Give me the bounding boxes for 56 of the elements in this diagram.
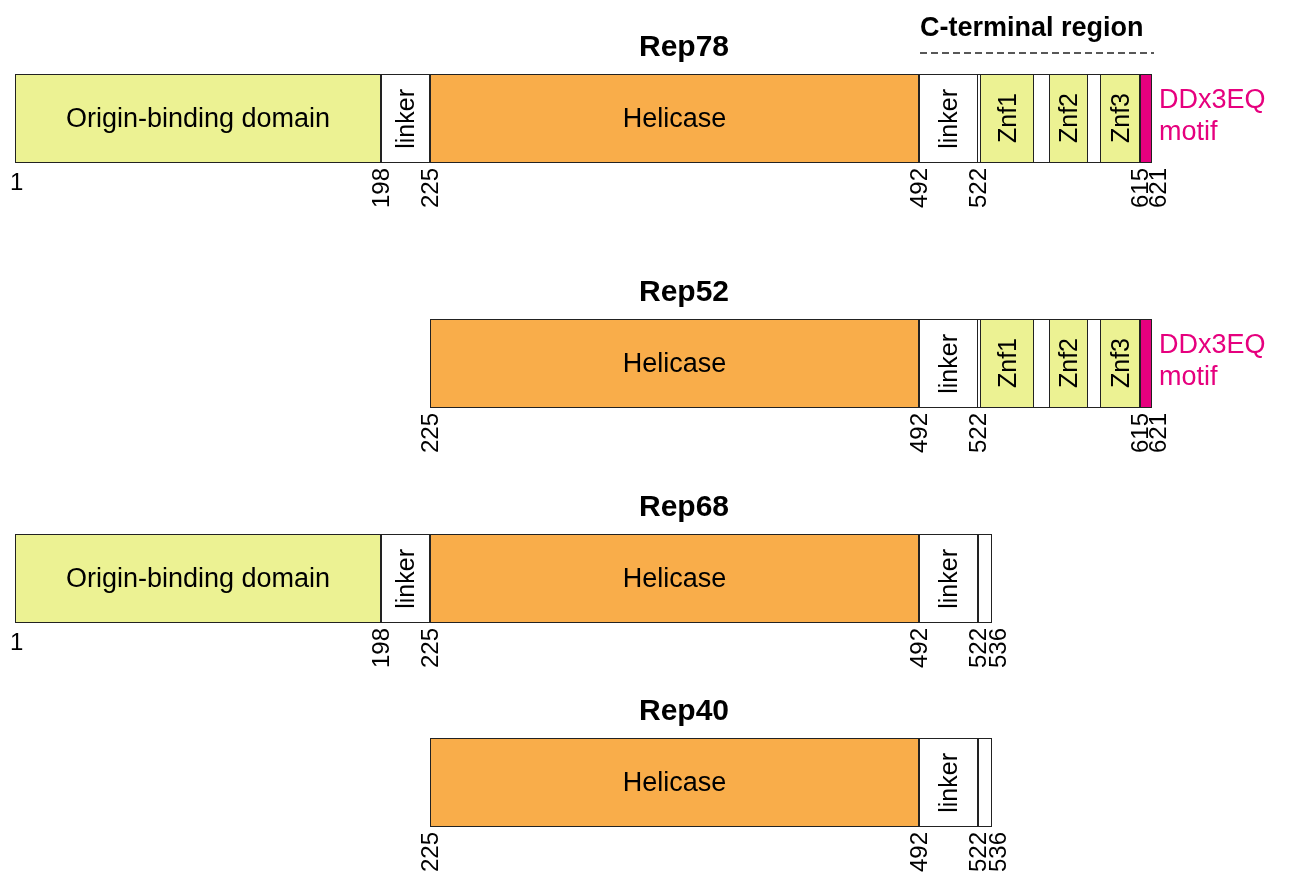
domain-box — [919, 738, 978, 827]
domain-box — [15, 74, 381, 163]
linker-label: linker — [393, 88, 418, 149]
domain-box — [1049, 74, 1088, 163]
residue-number: 1 — [10, 170, 24, 194]
domain-label: Znf1 — [994, 93, 1020, 144]
residue-number: 522 — [966, 413, 990, 454]
domain-box — [919, 534, 978, 623]
motif-label: DDx3EQ motif — [1159, 328, 1267, 393]
residue-number: 225 — [418, 628, 442, 669]
residue-number: 198 — [369, 628, 393, 669]
domain-box — [381, 534, 430, 623]
domain-box — [919, 74, 978, 163]
domain-box — [919, 319, 978, 408]
domain-box — [430, 319, 919, 408]
domain-box — [1100, 319, 1140, 408]
residue-number: 1 — [10, 630, 24, 654]
domain-box — [1049, 319, 1088, 408]
domain-box — [15, 534, 381, 623]
domain-label: Helicase — [622, 563, 727, 594]
residue-number: 522 — [966, 168, 990, 209]
domain-box — [980, 319, 1034, 408]
linker-label: linker — [393, 548, 418, 609]
domain-label: Znf1 — [994, 338, 1020, 389]
protein-name: Rep78 — [639, 29, 729, 63]
residue-number: 492 — [907, 628, 931, 669]
residue-number: 492 — [907, 168, 931, 209]
region-label: C-terminal region — [920, 12, 1144, 43]
linker-label: linker — [936, 88, 961, 149]
residue-number: 225 — [418, 832, 442, 873]
domain-label: Origin-binding domain — [65, 563, 331, 594]
domain-label: Znf3 — [1107, 338, 1133, 389]
residue-number: 492 — [907, 413, 931, 454]
linker-label: linker — [936, 333, 961, 394]
linker-label: linker — [936, 548, 961, 609]
protein-name: Rep40 — [639, 693, 729, 727]
domain-box — [430, 534, 919, 623]
domain-label: Znf2 — [1056, 93, 1081, 144]
domain-box — [430, 74, 919, 163]
residue-number: 225 — [418, 413, 442, 454]
protein-name: Rep68 — [639, 489, 729, 523]
domain-box — [1100, 74, 1140, 163]
domain-label: Znf3 — [1107, 93, 1133, 144]
protein-name: Rep52 — [639, 274, 729, 308]
domain-label: Helicase — [622, 348, 727, 379]
residue-number: 198 — [369, 168, 393, 209]
residue-number: 225 — [418, 168, 442, 209]
domain-box — [980, 74, 1034, 163]
linker-label: linker — [936, 752, 961, 813]
residue-number: 492 — [907, 832, 931, 873]
domain-label: Helicase — [622, 767, 727, 798]
domain-label: Helicase — [622, 103, 727, 134]
domain-box — [381, 74, 430, 163]
motif-label: DDx3EQ motif — [1159, 83, 1267, 148]
domain-label: Origin-binding domain — [65, 103, 331, 134]
domain-label: Znf2 — [1056, 338, 1081, 389]
